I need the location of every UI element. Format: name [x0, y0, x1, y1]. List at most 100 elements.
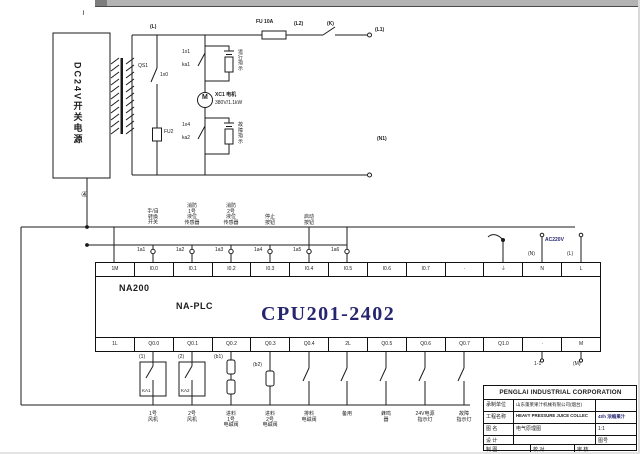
- plc-terminal: Q0.5: [368, 338, 407, 351]
- tb-extra: 图号: [598, 438, 609, 444]
- relay1-label: KA1: [142, 388, 151, 393]
- input-wire-tag: 1a4: [254, 247, 263, 253]
- plc-terminal: ·: [523, 338, 563, 351]
- output-wire-tag: (b2): [253, 362, 262, 368]
- output-label: 2号 风机: [186, 411, 198, 423]
- net-label-L2: (L2): [294, 21, 304, 27]
- plc-bottom-terminal-strip: 1L Q0.0 Q0.1 Q0.2 Q0.3 Q0.4 2L Q0.5 Q0.6…: [96, 337, 600, 351]
- lamp1-contact-label: ka1: [182, 62, 191, 68]
- plc-terminal: Q0.0: [135, 338, 174, 351]
- psu-label: DC24V开关电源: [72, 62, 83, 146]
- lamp2-contact-label: ka2: [182, 135, 191, 141]
- net-label-L1: (L1): [375, 27, 385, 33]
- tb-extra: 4t/h 浓缩果汁: [598, 414, 626, 419]
- plc-terminal: 2L: [329, 338, 368, 351]
- plc-terminal: Q0.2: [213, 338, 252, 351]
- plc-terminal: ·: [446, 263, 485, 276]
- plc-terminal: I0.7: [407, 263, 446, 276]
- tb-value: 山东蓬莱果汁机械有限公司(烟台): [514, 400, 596, 411]
- tb-label: 设 计: [484, 436, 514, 444]
- lamp2-caption: 故 障 指 示: [238, 122, 244, 145]
- scan-right-edge: [638, 0, 640, 454]
- relay2-label: KA2: [181, 388, 190, 393]
- output-wire-tag: (1): [139, 354, 146, 360]
- plc-block: 1M I0.0 I0.1 I0.2 I0.3 I0.4 I0.5 I0.6 I0…: [95, 262, 601, 352]
- output-label: 进料 2号 电磁阀: [262, 411, 278, 428]
- input-label: 手/自 转换 开关: [147, 208, 159, 226]
- output-label: 排料 电磁阀: [301, 411, 317, 423]
- output-label: 备用: [341, 411, 353, 417]
- plc-terminal: Q0.6: [407, 338, 446, 351]
- net-label-L: (L): [150, 24, 157, 30]
- output-wires: [21, 352, 584, 406]
- lamp1-caption: 运 行 指 示: [238, 49, 244, 72]
- stub-tag-1: 1-1: [534, 361, 542, 367]
- plc-terminal: I0.2: [213, 263, 252, 276]
- plc-top-terminal-strip: 1M I0.0 I0.1 I0.2 I0.3 I0.4 I0.5 I0.6 I0…: [96, 263, 600, 277]
- input-wire-tag: 1a2: [176, 247, 185, 253]
- title-block-row: 承制单位 山东蓬莱果汁机械有限公司(烟台): [484, 399, 636, 411]
- plc-terminal: I0.4: [290, 263, 330, 276]
- output-wire-tag: (2): [178, 354, 185, 360]
- input-wire-tag: 1a5: [293, 247, 302, 253]
- title-block-row: 设 计 图号: [484, 435, 636, 444]
- plc-terminal: 1L: [96, 338, 135, 351]
- fu2-label: FU2: [164, 129, 174, 135]
- plc-terminal: 1M: [96, 263, 135, 276]
- switch-label-K: (K): [327, 21, 334, 27]
- ac220v-label: AC220V: [545, 237, 564, 243]
- input-label: 停止 按钮: [264, 214, 276, 226]
- input-label: 消防 1号 液位 传感器: [184, 203, 200, 226]
- plc-terminal-ground: ⏚: [484, 263, 524, 276]
- company-name: PENGLAI INDUSTRIAL CORPORATION LIMITED: [499, 389, 622, 396]
- plc-terminal: Q1.0: [484, 338, 524, 351]
- plc-power-wires: [487, 232, 584, 262]
- title-block-row: 图 名 电气原理图 1:1: [484, 423, 636, 435]
- ac-source-mark: ~: [78, 10, 89, 16]
- tb-label: 承制单位: [484, 400, 514, 411]
- lamp1-wire-tag: 1x1: [182, 49, 191, 55]
- lamp2-wire-tag: 1x4: [182, 122, 191, 128]
- plc-cpu-model: CPU201-2402: [261, 303, 396, 325]
- mains-feed-wires: [131, 26, 372, 178]
- l-wire-tag: (L): [567, 251, 574, 257]
- title-block-row: 工程名称 HEAVY PRESSURE JUICE COLLEC 4t/h 浓缩…: [484, 411, 636, 423]
- psu-outline: [52, 32, 111, 227]
- title-block-company-row: PENGLAI INDUSTRIAL CORPORATION LIMITED: [484, 386, 636, 399]
- control-branch-wires: [150, 35, 162, 175]
- motor-rating: 380V/1.1kW: [215, 100, 243, 106]
- title-block-sign-row: 制 图 校 对 审 核: [484, 444, 636, 452]
- plc-family: NA-PLC: [176, 301, 213, 311]
- plc-terminal: Q0.1: [174, 338, 213, 351]
- tb-label: 图 名: [484, 424, 514, 435]
- input-label: 消防 2号 液位 传感器: [223, 203, 239, 226]
- n-wire-tag: (N): [528, 251, 535, 257]
- input-wire-tag: 1a3: [215, 247, 224, 253]
- net-label-N1: (N1): [377, 136, 387, 142]
- output-label: 蜂鸣 器: [380, 411, 392, 423]
- tb-sign-cell: 制 图: [484, 445, 531, 452]
- plc-terminal: I0.1: [174, 263, 213, 276]
- title-block: PENGLAI INDUSTRIAL CORPORATION LIMITED 承…: [483, 385, 637, 452]
- stub-tag-m: (M): [573, 361, 581, 367]
- qs-switch-label: QS1: [138, 63, 149, 69]
- plc-terminal: L: [579, 266, 583, 272]
- tb-extra: [596, 400, 636, 411]
- plc-terminal: Q0.7: [446, 338, 485, 351]
- node-4-marker: ④: [81, 190, 89, 199]
- input-wire-tag: 1a1: [137, 247, 146, 253]
- output-label: 故障 指示灯: [456, 411, 472, 423]
- plc-terminal: N: [523, 263, 563, 276]
- input-bus-wires: [20, 225, 575, 405]
- scan-top-strip-dark: [95, 0, 107, 6]
- plc-terminal: I0.0: [135, 263, 174, 276]
- output-label: 1号 风机: [147, 411, 159, 423]
- transformer-symbol: [110, 57, 135, 135]
- fuse-label: FU 10A: [256, 19, 274, 25]
- plc-terminal: Q0.3: [251, 338, 291, 351]
- motor-symbol-letter: M: [202, 94, 208, 101]
- plc-brand: NA200: [119, 283, 150, 293]
- input-label: 启动 按钮: [303, 214, 315, 226]
